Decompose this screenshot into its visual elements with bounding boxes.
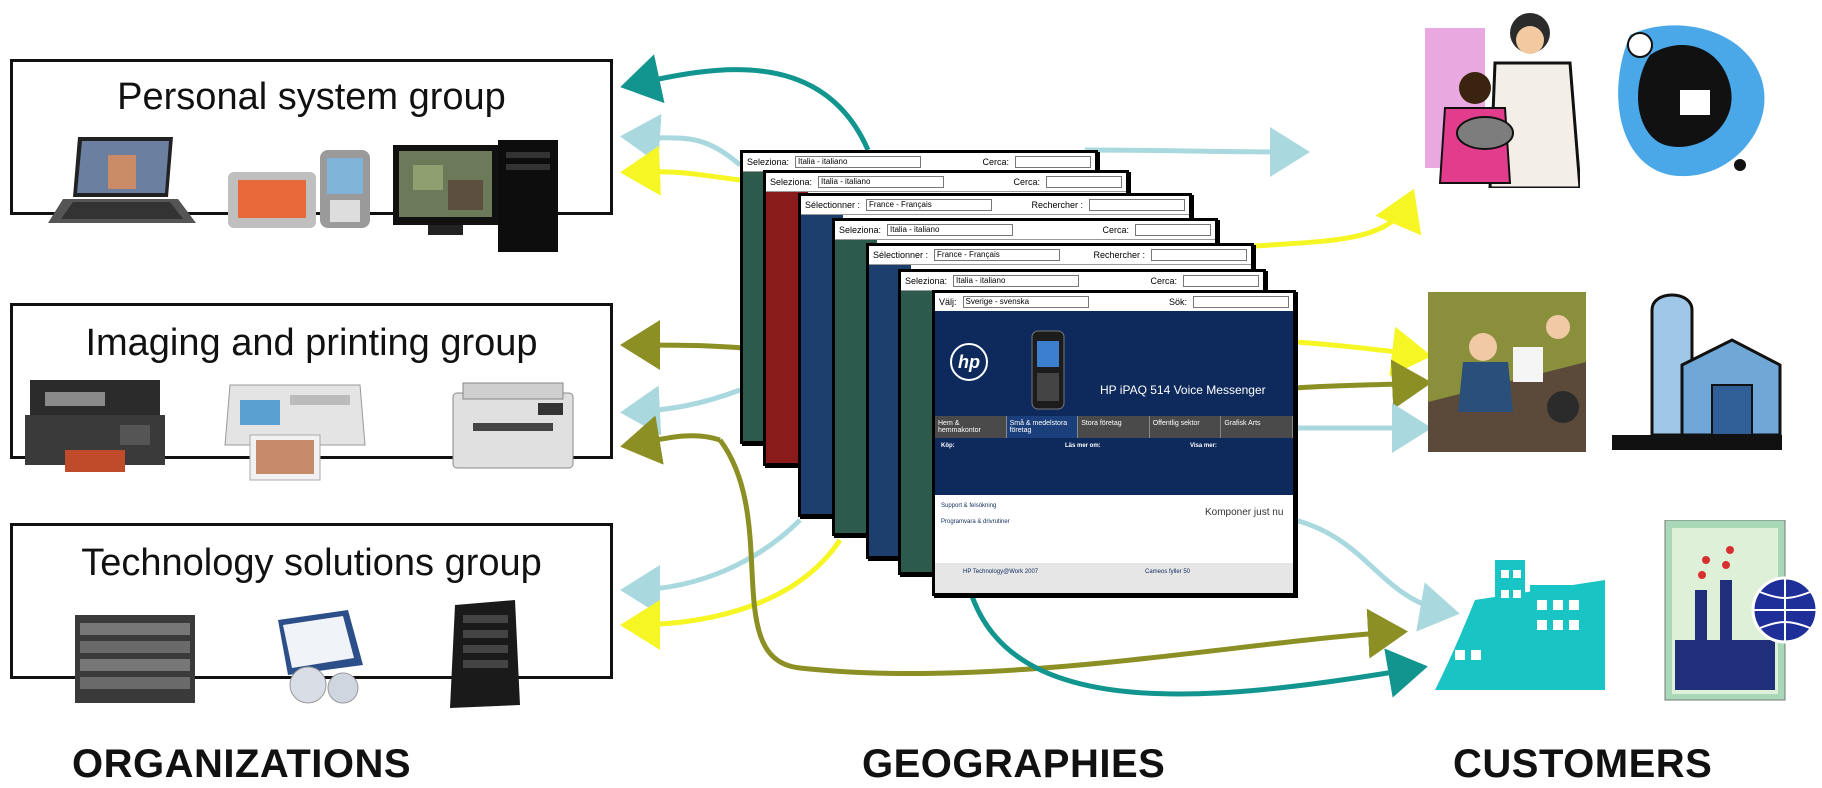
laptop-image	[48, 137, 196, 223]
tab-enterprise[interactable]: Stora företag	[1078, 416, 1150, 438]
label-geographies: GEOGRAPHIES	[862, 742, 1166, 786]
arrow-blue-to-customer-3	[1294, 517, 1460, 632]
tab-public-sector[interactable]: Offentlig sektor	[1149, 416, 1222, 438]
search-label: Rechercher :	[1031, 200, 1083, 210]
business-meeting-clipart	[1428, 292, 1586, 452]
select-label: Sélectionner :	[805, 200, 861, 210]
arrow-olive-to-customer-2	[1294, 359, 1432, 410]
desktop-computer-image	[393, 140, 558, 252]
group-title-technology: Technology solutions group	[81, 542, 542, 584]
hero-banner: hp HP iPAQ 514 Voice Messenger	[935, 311, 1293, 416]
search-label: Rechercher :	[1093, 250, 1145, 260]
arrow-teal-to-personal	[620, 54, 871, 152]
select-label: Seleziona:	[770, 177, 813, 187]
hp-logo[interactable]: hp	[950, 343, 988, 381]
support-link[interactable]: Support & felsökning	[941, 503, 997, 509]
office-building-clipart	[1435, 560, 1605, 690]
search-label: Cerca:	[1150, 276, 1177, 286]
segment-tabs: Hem & hemmakontor Små & medelstora föret…	[935, 416, 1293, 438]
server-rack-image	[75, 615, 195, 703]
nav-head-more: Visa mer:	[1190, 443, 1217, 449]
select-label: Seleziona:	[839, 225, 882, 235]
news-item-2[interactable]: Cameos fyller 50	[1145, 569, 1191, 575]
label-organizations: ORGANIZATIONS	[72, 742, 412, 786]
arrow-blue-to-imaging	[620, 385, 741, 436]
arrow-yellow-to-tech	[620, 538, 843, 650]
search-input[interactable]	[1015, 156, 1091, 168]
web-page-front: Välj: Sverige - svenska Sök: hp HP iPAQ 51…	[932, 290, 1296, 596]
laser-printer-image	[452, 382, 574, 469]
arrow-blue-to-personal	[620, 113, 742, 167]
select-label: Sélectionner :	[873, 250, 929, 260]
search-input[interactable]	[1151, 249, 1247, 261]
arrow-teal-to-customer-3	[967, 589, 1428, 698]
nav-head-buy: Köp:	[941, 443, 955, 449]
select-label: Seleziona:	[905, 276, 948, 286]
photo-printer-image	[224, 384, 366, 481]
search-label: Sök:	[1168, 297, 1187, 307]
search-input[interactable]	[1183, 275, 1259, 287]
tab-small-business[interactable]: Små & medelstora företag	[1006, 416, 1079, 438]
storage-tower-image	[450, 600, 520, 708]
country-select[interactable]: Italia - italiano	[818, 176, 945, 188]
multifunction-printer-image	[25, 380, 165, 472]
phone-product-image	[1031, 330, 1065, 410]
tab-graphic-arts[interactable]: Grafisk Arts	[1221, 416, 1293, 438]
search-input[interactable]	[1135, 224, 1211, 236]
country-select[interactable]: Italia - italiano	[795, 156, 922, 168]
tab-home[interactable]: Hem & hemmakontor	[935, 416, 1007, 438]
search-label: Cerca:	[1102, 225, 1129, 235]
group-title-imaging: Imaging and printing group	[85, 322, 538, 364]
country-select[interactable]: France - Français	[934, 249, 1061, 261]
traveler-clipart	[1618, 25, 1765, 177]
news-item-1[interactable]: HP Technology@Work 2007	[963, 569, 1039, 575]
country-select[interactable]: Italia - italiano	[953, 275, 1080, 287]
label-customers: CUSTOMERS	[1453, 742, 1713, 786]
barn-silo-clipart	[1612, 293, 1782, 450]
search-input[interactable]	[1046, 176, 1122, 188]
promo-text: Komponer just nu	[1205, 507, 1284, 518]
country-select[interactable]: France - Français	[866, 199, 993, 211]
arrow-blue-to-customer-1	[1084, 126, 1310, 177]
veterinarian-clipart	[1425, 13, 1580, 188]
arrow-olive-to-imaging-2	[620, 415, 721, 465]
search-label: Cerca:	[982, 157, 1009, 167]
select-label: Välj:	[939, 297, 957, 307]
nav-panel: Köp: Läs mer om: Visa mer:	[935, 438, 1293, 495]
country-select[interactable]: Italia - italiano	[887, 224, 1014, 236]
search-input[interactable]	[1089, 199, 1185, 211]
arrow-yellow-to-customer-2	[1294, 326, 1432, 377]
search-input[interactable]	[1193, 296, 1289, 308]
search-label: Cerca:	[1013, 177, 1040, 187]
handheld-devices-image	[228, 150, 370, 228]
nav-head-read: Läs mer om:	[1065, 443, 1101, 449]
arrow-yellow-to-customer-1	[1224, 188, 1422, 251]
arrow-blue-to-tech	[620, 518, 802, 615]
factory-globe-clipart	[1664, 520, 1819, 701]
hero-headline: HP iPAQ 514 Voice Messenger	[1100, 383, 1266, 397]
country-select[interactable]: Sverige - svenska	[962, 296, 1089, 308]
news-footer: HP Technology@Work 2007 Cameos fyller 50	[935, 563, 1293, 593]
software-box-image	[278, 610, 363, 704]
drivers-link[interactable]: Programvara & drivrutiner	[941, 519, 1010, 525]
select-label: Seleziona:	[747, 157, 790, 167]
arrow-yellow-to-personal	[620, 145, 741, 196]
group-title-personal: Personal system group	[117, 76, 506, 118]
